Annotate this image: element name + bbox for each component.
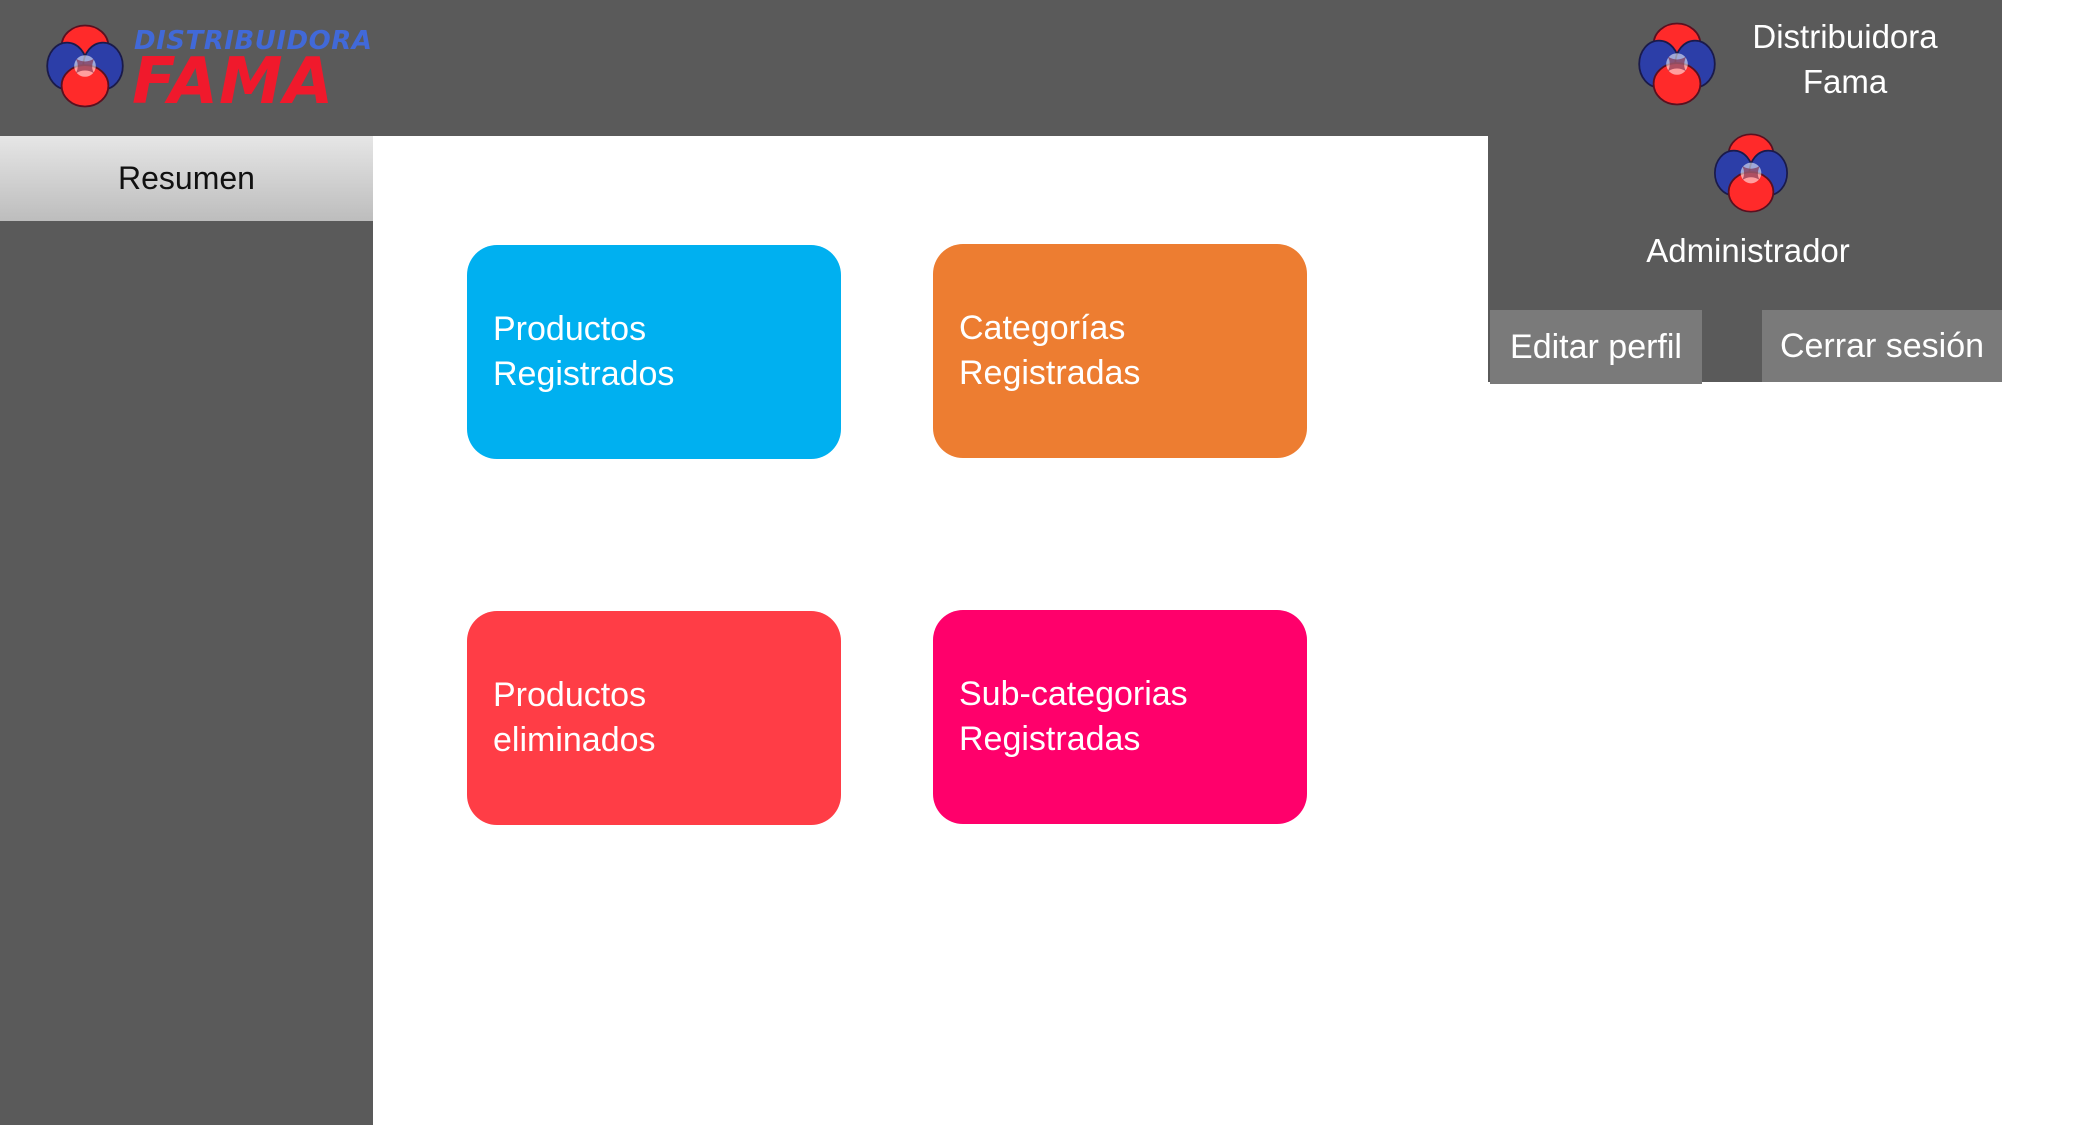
card-title-line2: Registradas: [959, 354, 1141, 392]
card-categorias-registradas[interactable]: Categorías Registradas: [933, 244, 1307, 458]
card-title-line2: Registrados: [493, 355, 675, 393]
card-subcategorias-registradas[interactable]: Sub-categorias Registradas: [933, 610, 1307, 824]
edit-profile-label: Editar perfil: [1510, 327, 1682, 366]
user-role: Administrador: [1646, 232, 1850, 269]
brand-title: FAMA: [132, 45, 335, 119]
edit-profile-button[interactable]: Editar perfil: [1490, 310, 1702, 384]
sidebar-item-label: Resumen: [118, 160, 255, 196]
sidebar: Resumen: [0, 136, 373, 1125]
card-productos-registrados[interactable]: Productos Registrados: [467, 245, 841, 459]
org-logo-icon: [1632, 16, 1722, 112]
card-title-line1: Sub-categorias: [959, 675, 1188, 713]
user-avatar-icon: [1708, 126, 1794, 220]
card-title-line2: Registradas: [959, 720, 1141, 758]
card-productos-eliminados[interactable]: Productos eliminados: [467, 611, 841, 825]
top-bar: DISTRIBUIDORA FAMA Distribuidora Fama: [0, 0, 2002, 136]
card-title-line2: eliminados: [493, 721, 656, 759]
card-title-line1: Categorías: [959, 309, 1126, 347]
logout-label: Cerrar sesión: [1779, 326, 1985, 365]
card-title-line1: Productos: [493, 310, 647, 348]
brand-logo[interactable]: DISTRIBUIDORA FAMA: [40, 16, 372, 118]
logout-button[interactable]: Cerrar sesión: [1762, 310, 2002, 382]
org-name-line2: Fama: [1802, 63, 1888, 100]
sidebar-item-resumen[interactable]: Resumen: [0, 136, 373, 221]
org-name-line1: Distribuidora: [1752, 18, 1938, 55]
brand-subtitle: DISTRIBUIDORA: [134, 26, 373, 56]
fama-logo-icon: [40, 16, 130, 116]
org-name: Distribuidora Fama: [1710, 14, 1980, 104]
card-title-line1: Productos: [493, 676, 647, 714]
